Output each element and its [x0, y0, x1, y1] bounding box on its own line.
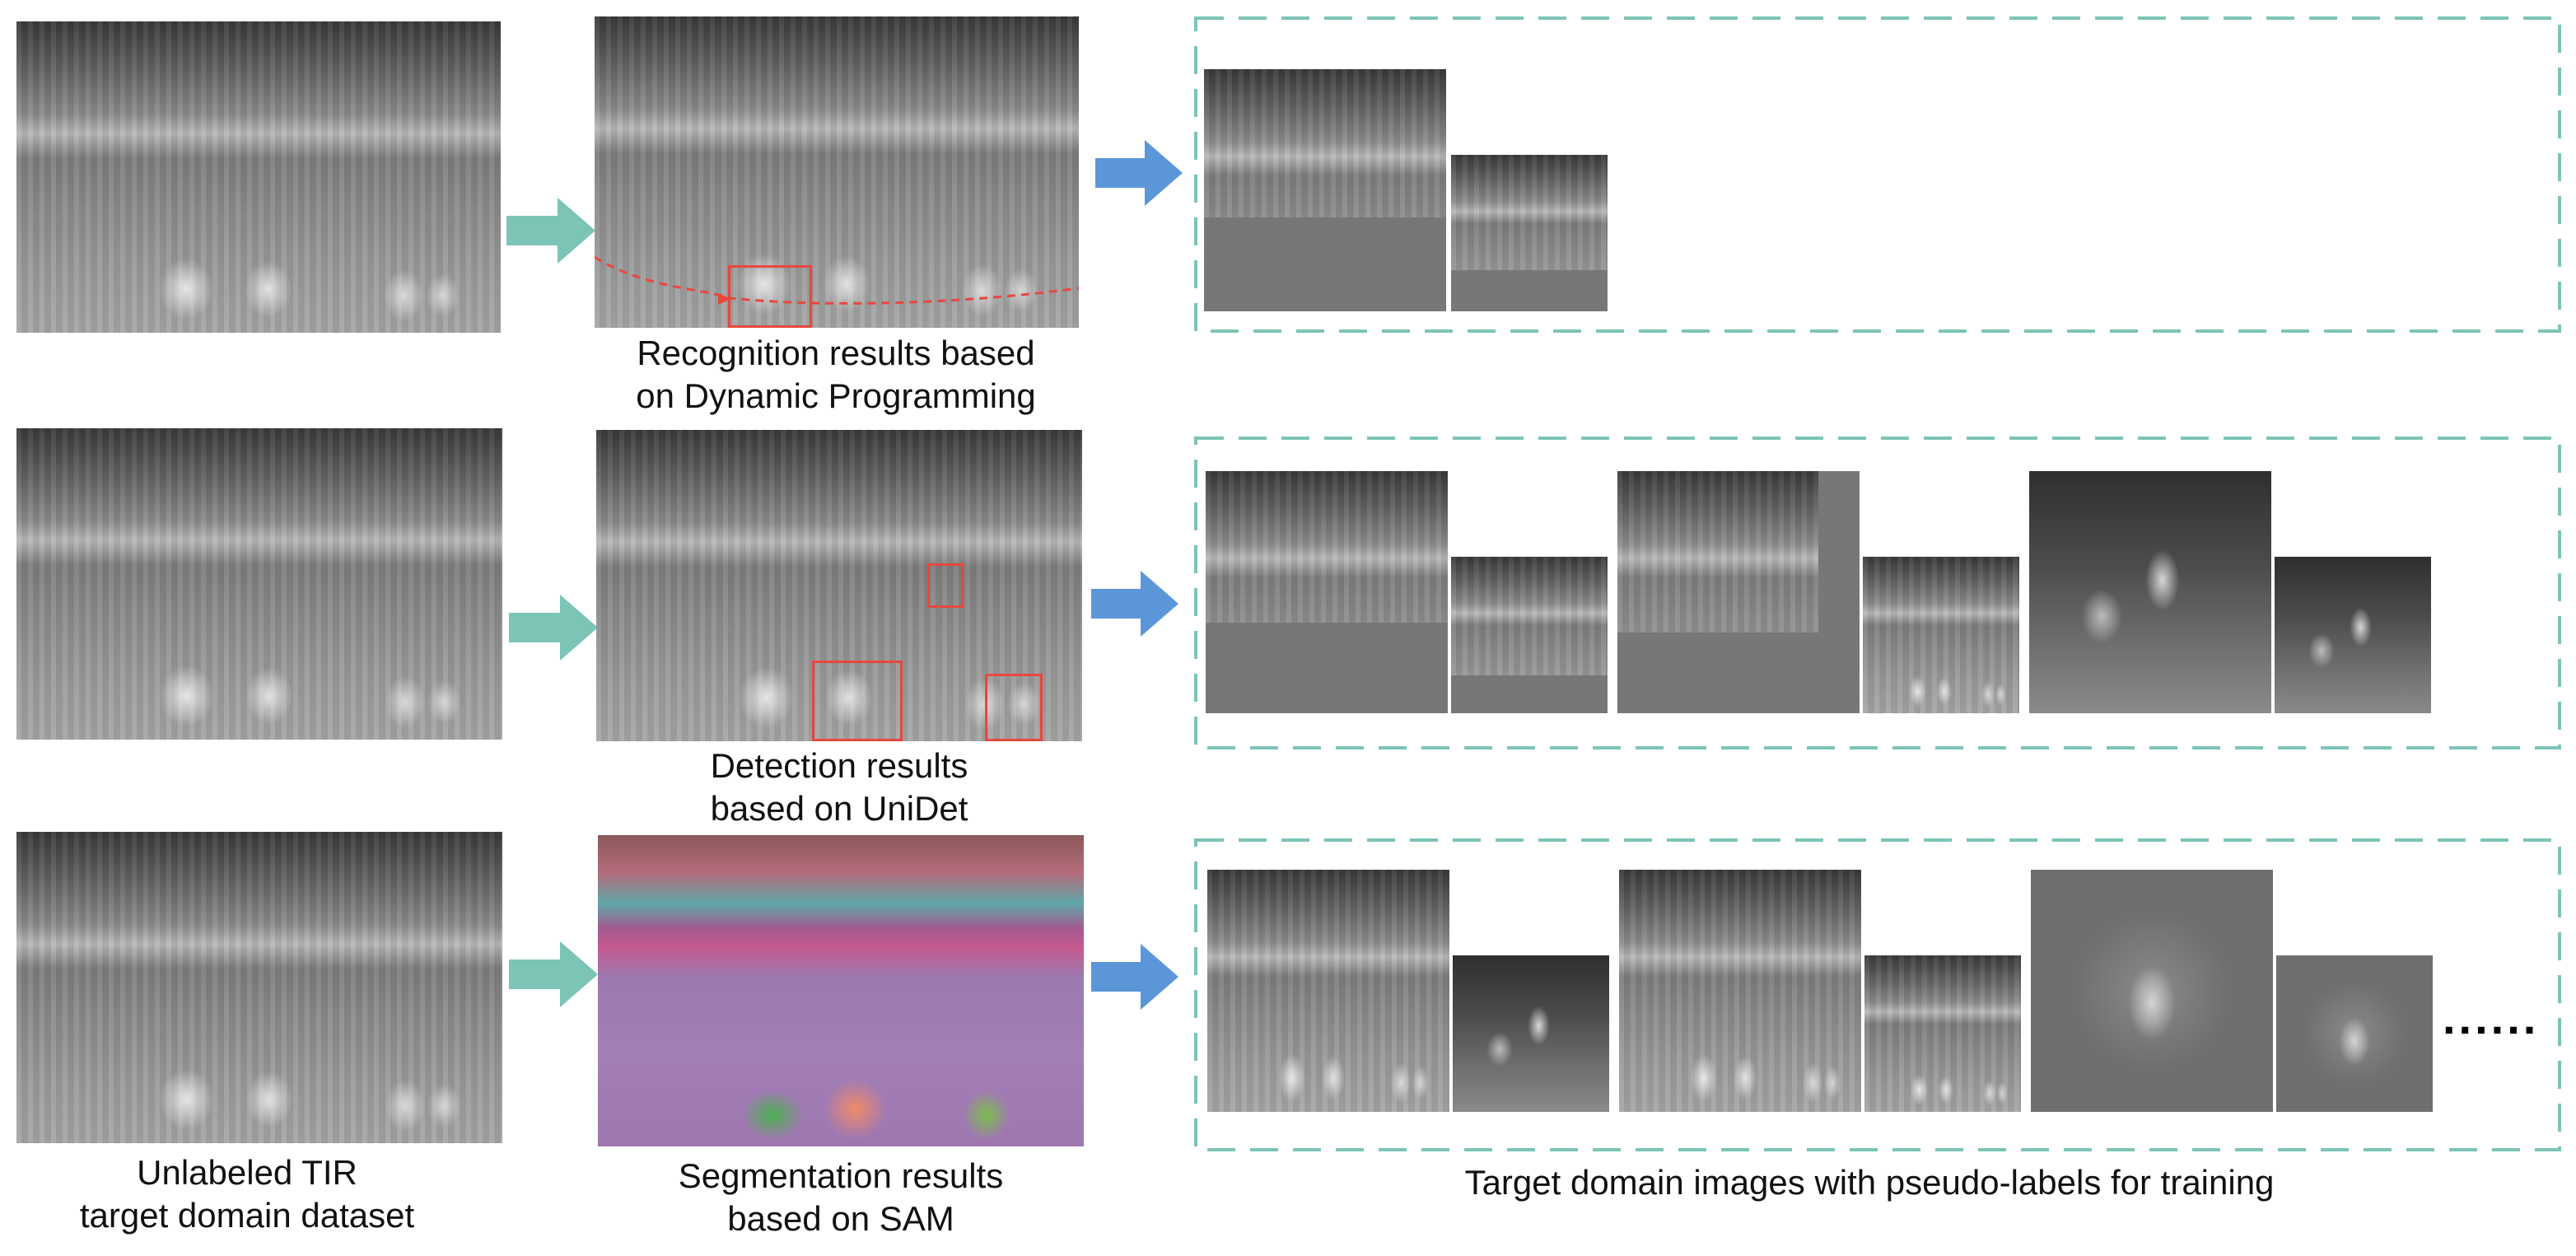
- blue-arrow-row2: [1091, 571, 1178, 637]
- blue-arrow-row1: [1095, 140, 1183, 206]
- green-arrow-row3: [509, 941, 598, 1007]
- cropped-pseudo-label-image: [1617, 471, 1860, 713]
- segmentation-result-image: [598, 835, 1084, 1146]
- detection-red-box: [927, 563, 964, 608]
- detection-red-box: [812, 661, 903, 741]
- caption-unlabeled-dataset: Unlabeled TIR target domain dataset: [79, 1153, 415, 1235]
- cropped-pseudo-label-image: [2275, 557, 2431, 713]
- cropped-pseudo-label-image: [1207, 870, 1449, 1112]
- padding-fill: [1204, 217, 1446, 311]
- cropped-pseudo-label-image: [2029, 471, 2271, 713]
- tir-input-image-row1: [16, 21, 501, 333]
- continuation-marker: ......: [2443, 992, 2540, 1044]
- dynamic-programming-path: [595, 255, 1079, 305]
- cropped-pseudo-label-image: [2031, 870, 2273, 1112]
- panel-border: [1194, 16, 2561, 333]
- panel-border: [1194, 437, 2561, 749]
- tir-input-image-row2: [16, 428, 502, 740]
- cropped-pseudo-label-image: [1451, 557, 1608, 713]
- blue-arrow-row3: [1091, 944, 1178, 1010]
- cropped-pseudo-label-image: [1204, 69, 1446, 311]
- pseudo-label-panel-row3: [1194, 838, 2561, 1151]
- green-arrow-row2: [509, 595, 598, 661]
- detection-result-image: [596, 430, 1082, 741]
- cropped-pseudo-label-image: [1453, 955, 1609, 1112]
- detection-red-box: [985, 674, 1043, 741]
- pseudo-label-panel-row2: [1194, 437, 2561, 749]
- tir-input-image-row3: [16, 832, 502, 1143]
- pseudo-label-panel-row1: [1194, 16, 2561, 333]
- panel-border: [1194, 838, 2561, 1151]
- cropped-pseudo-label-image: [1619, 870, 1861, 1112]
- caption-target-images: Target domain images with pseudo-labels …: [1464, 1163, 2275, 1202]
- caption-recognition: Recognition results based on Dynamic Pro…: [636, 334, 1036, 415]
- caption-detection: Detection results based on UniDet: [710, 746, 968, 828]
- padding-fill: [1451, 675, 1608, 713]
- padding-fill: [1206, 623, 1448, 713]
- cropped-pseudo-label-image: [1451, 155, 1608, 311]
- cropped-pseudo-label-image: [1863, 557, 2019, 713]
- recognition-result-image: [595, 16, 1079, 328]
- caption-segmentation: Segmentation results based on SAM: [678, 1156, 1004, 1238]
- cropped-pseudo-label-image: [1864, 955, 2021, 1112]
- padding-fill: [1617, 633, 1860, 713]
- green-arrow-row1: [506, 198, 595, 264]
- cropped-pseudo-label-image: [1206, 471, 1448, 713]
- padding-fill: [1451, 270, 1608, 311]
- cropped-pseudo-label-image: [2276, 955, 2433, 1112]
